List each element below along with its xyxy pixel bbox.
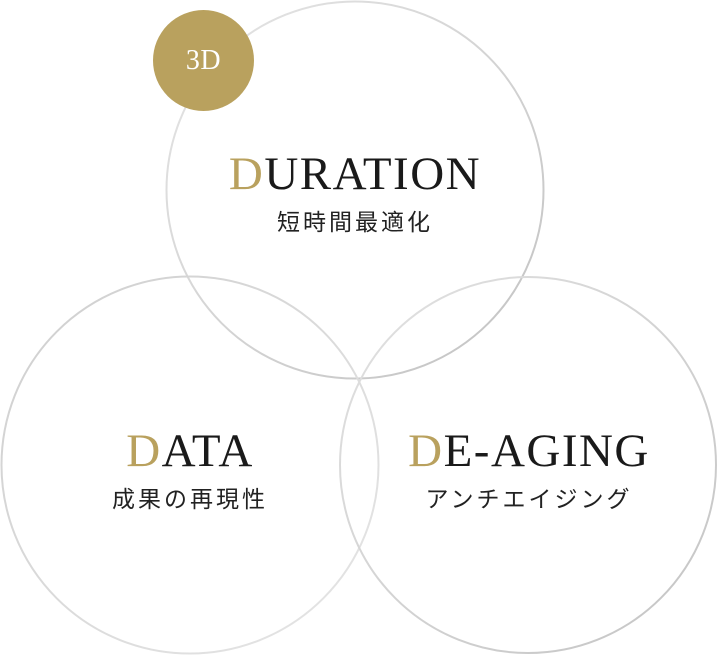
title-rest: ATA <box>161 425 254 477</box>
title-initial: D <box>228 148 265 200</box>
node-data: DATA 成果の再現性 <box>10 428 370 512</box>
ring-de-aging <box>339 276 717 654</box>
node-de-aging-title: DE-AGING <box>349 428 709 475</box>
node-duration-title: DURATION <box>175 151 535 198</box>
node-duration: DURATION 短時間最適化 <box>175 151 535 235</box>
node-de-aging-subtitle: アンチエイジング <box>425 487 633 513</box>
node-data-subtitle: 成果の再現性 <box>112 487 268 513</box>
3d-badge: 3D <box>153 10 254 111</box>
node-de-aging: DE-AGING アンチエイジング <box>349 428 709 512</box>
title-initial: D <box>408 425 444 477</box>
title-rest: URATION <box>264 148 482 200</box>
3d-badge-label: 3D <box>185 45 222 76</box>
ring-duration <box>165 0 545 380</box>
node-duration-subtitle: 短時間最適化 <box>277 210 433 236</box>
title-initial: D <box>126 425 162 477</box>
node-data-title: DATA <box>10 428 370 475</box>
title-rest: E-AGING <box>443 425 650 477</box>
ring-data <box>0 275 380 655</box>
